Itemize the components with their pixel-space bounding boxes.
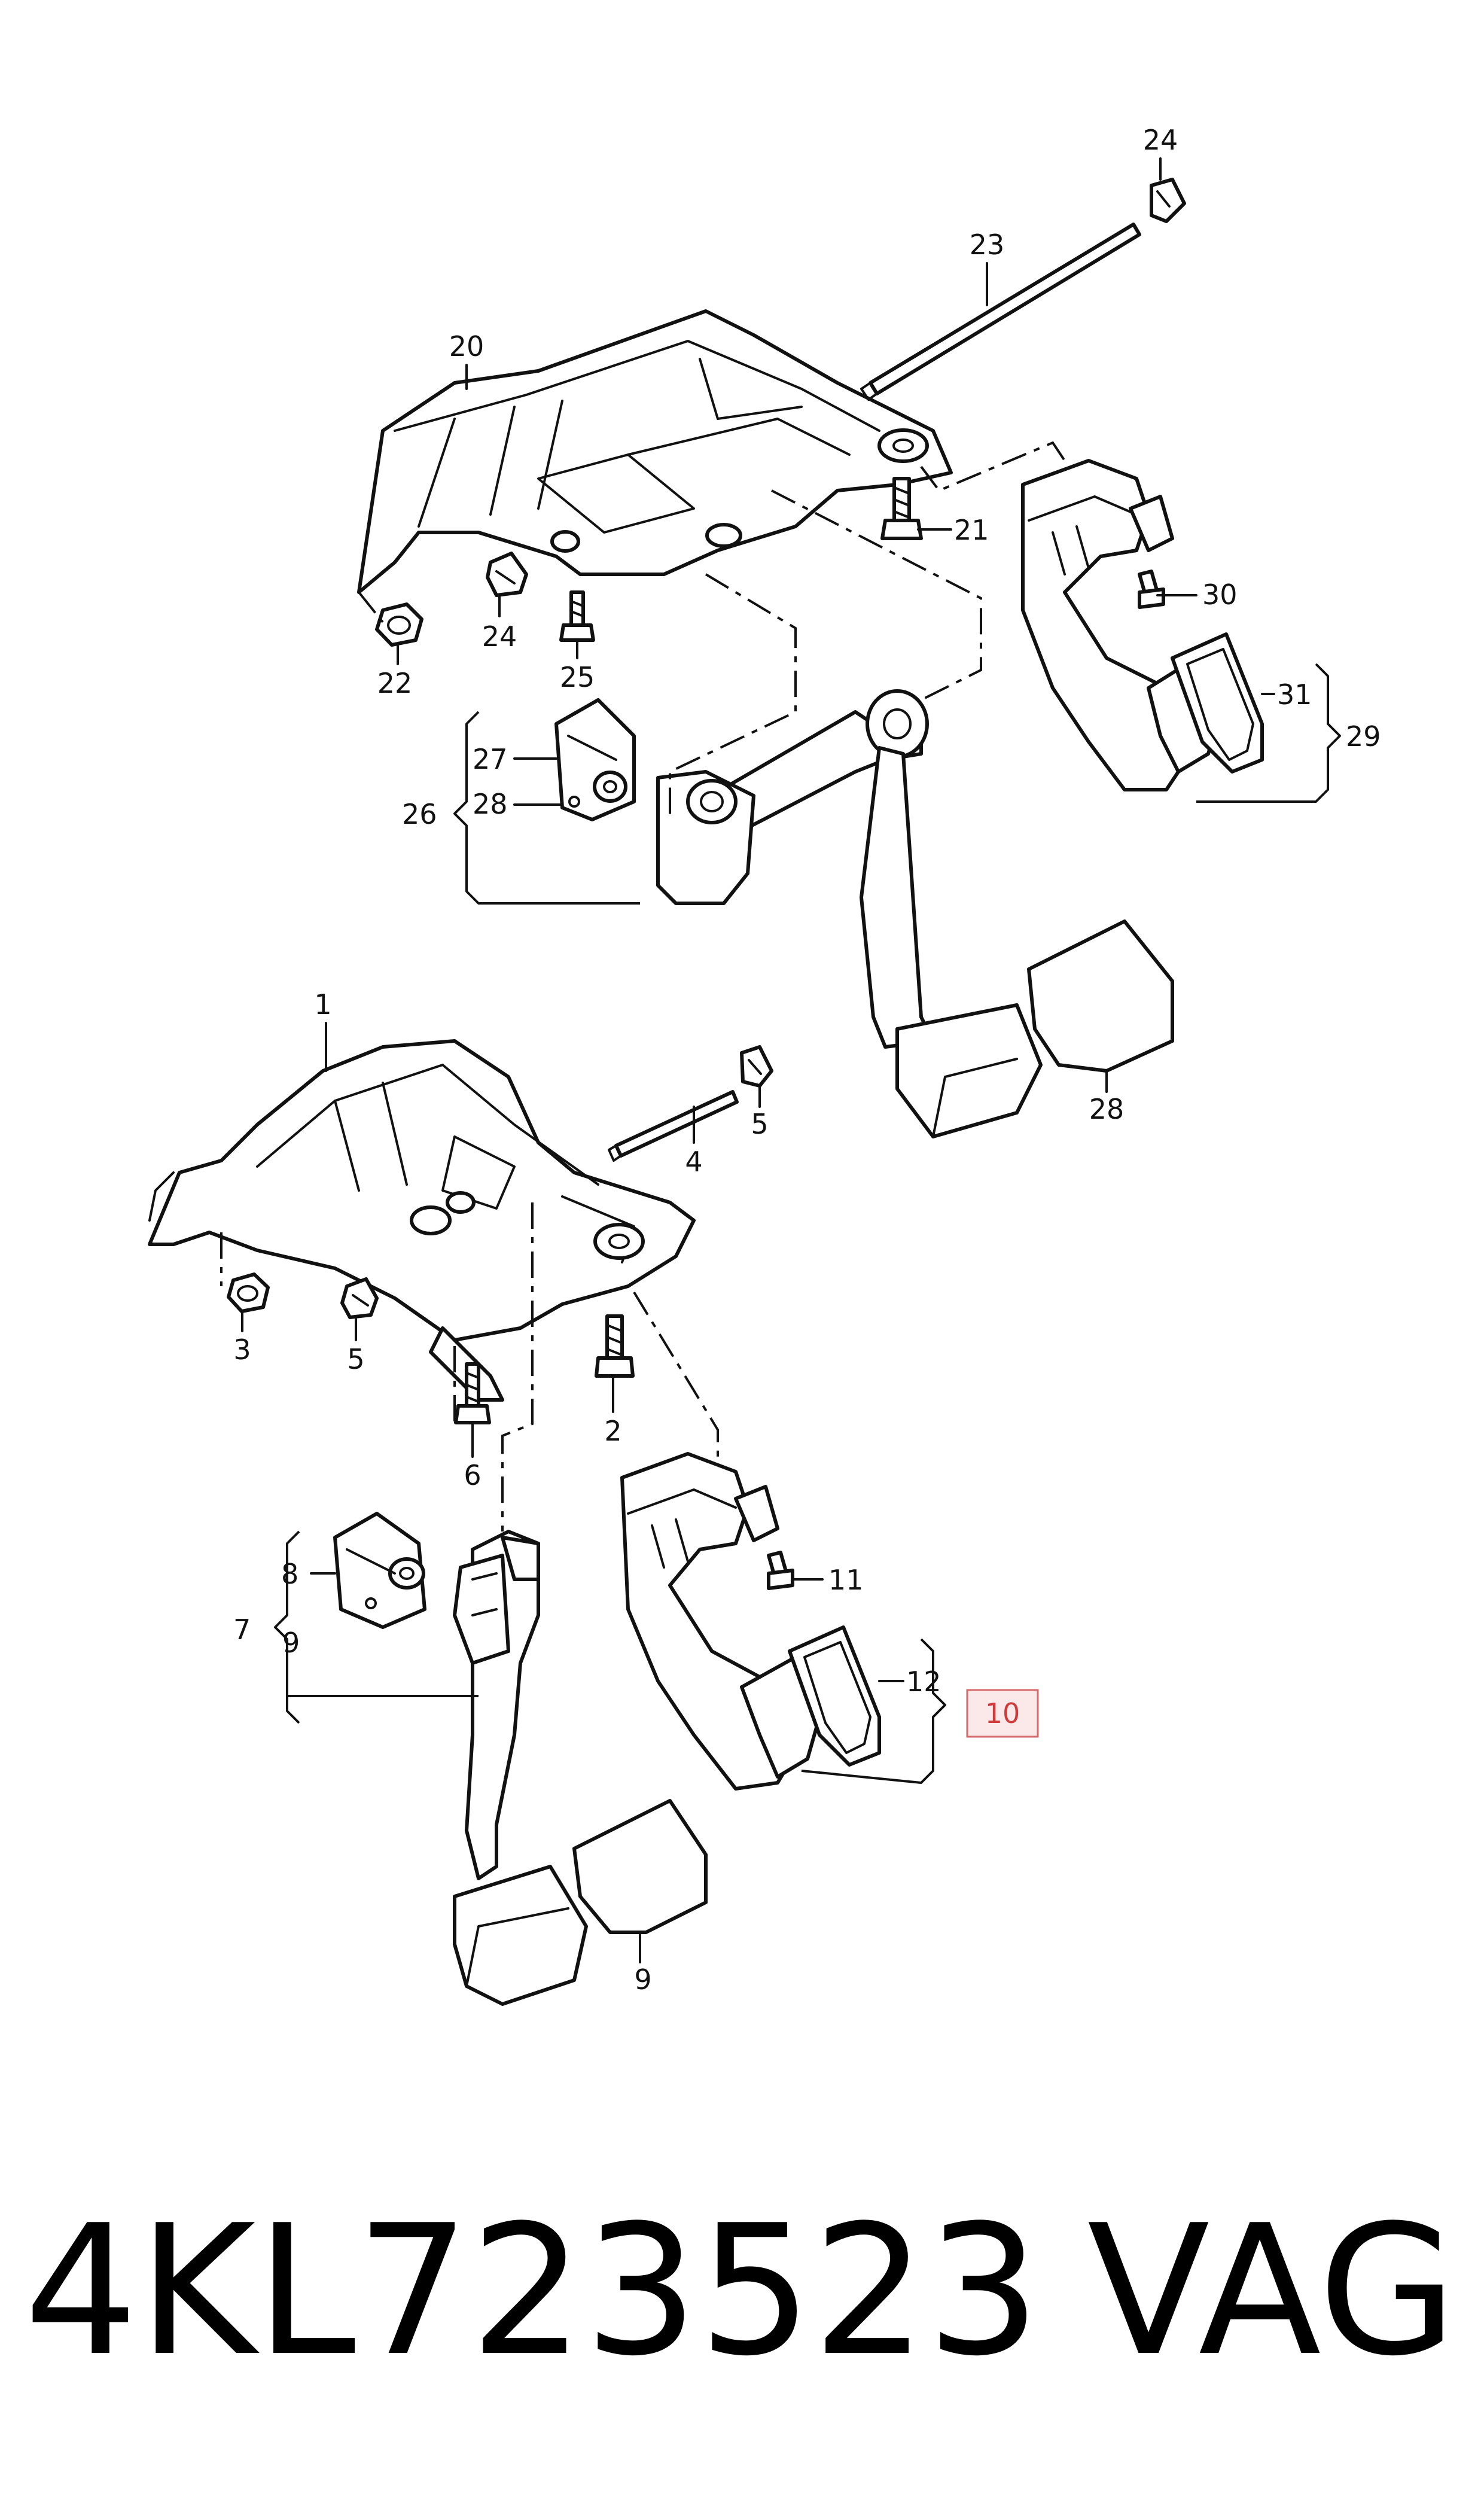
lower-bracket-1 (148, 1039, 696, 1402)
callout-11: 11 (828, 1564, 864, 1596)
upper-bolt-21 (880, 477, 923, 540)
callout-26: 26 (402, 798, 437, 830)
lower-accelerator-module-10 (620, 1452, 821, 1791)
callout-30: 30 (1202, 578, 1238, 611)
assembly-braces (274, 663, 1341, 1784)
lower-nut-3 (227, 1272, 270, 1313)
upper-dash-line-b (669, 573, 797, 820)
lower-clip-5-left (340, 1277, 379, 1319)
upper-bracket-20 (357, 309, 953, 594)
callout-28-pad: 28 (1089, 1093, 1125, 1125)
callout-10: 10 (985, 1697, 1020, 1730)
upper-dash-line-a (771, 489, 982, 701)
upper-brake-pedal (656, 689, 1043, 1138)
callout-23: 23 (970, 229, 1005, 261)
lower-brake-pedal-9 (453, 1530, 588, 2006)
upper-screw-30 (1138, 570, 1165, 609)
lower-bolt-6 (454, 1362, 491, 1424)
upper-clip-24 (1150, 178, 1186, 223)
brand-name: VAG (1087, 2187, 1457, 2395)
callout-2: 2 (604, 1415, 621, 1447)
callout-28-left: 28 (473, 788, 508, 820)
callout-9-left: 9 (282, 1627, 300, 1659)
lower-bolt-2 (595, 1314, 635, 1378)
lower-brake-pad-9 (572, 1799, 708, 1934)
callout-27: 27 (473, 743, 508, 775)
callout-9-pad: 9 (634, 1963, 651, 1996)
lower-dash-line-b (501, 1202, 534, 1531)
callout-12: 12 (906, 1666, 941, 1698)
callout-labels: 24 23 20 21 24 22 25 30 31 29 27 26 28 2… (233, 124, 1381, 1996)
callout-29: 29 (1346, 720, 1381, 753)
upper-pad-31 (1171, 632, 1264, 774)
callout-10-box (966, 1689, 1039, 1738)
callout-22: 22 (377, 667, 413, 699)
callout-7: 7 (233, 1613, 251, 1646)
callout-31: 31 (1277, 678, 1312, 711)
lower-dash-line-a (633, 1291, 719, 1466)
lower-bracket-8 (333, 1512, 426, 1629)
callout-20: 20 (449, 330, 484, 363)
upper-shaft-23 (860, 223, 1141, 401)
upper-dash-line-d (358, 591, 384, 623)
callout-8: 8 (281, 1558, 298, 1590)
callout-21: 21 (954, 514, 989, 546)
upper-bolt-25 (559, 590, 595, 642)
callout-1: 1 (314, 988, 331, 1021)
lower-clip-5 (740, 1045, 773, 1088)
callout-6: 6 (464, 1459, 481, 1491)
lower-shaft-4 (608, 1090, 739, 1162)
callout-24-top: 24 (1143, 124, 1178, 156)
upper-nut-22 (375, 602, 423, 647)
callout-5-left: 5 (347, 1343, 364, 1375)
lower-pad-12 (788, 1625, 881, 1767)
upper-clip-24-left (486, 552, 528, 597)
upper-accelerator-module-29 (1021, 459, 1222, 791)
upper-dash-line-c (920, 441, 1066, 492)
callout-5-right: 5 (751, 1108, 768, 1140)
callout-24-left: 24 (482, 620, 517, 653)
upper-brake-pad-28 (1027, 919, 1174, 1073)
callout-25: 25 (560, 661, 595, 693)
part-number: 4KL723523 (24, 2187, 1041, 2395)
pedal-assembly-exploded-diagram: 24 23 20 21 24 22 25 30 31 29 27 26 28 2… (148, 124, 1381, 2006)
callout-10-highlighted: 10 (966, 1689, 1039, 1738)
callout-3: 3 (233, 1333, 251, 1366)
leader-lines (241, 157, 1275, 1963)
upper-bracket-27 (554, 698, 636, 821)
callout-4: 4 (685, 1146, 702, 1178)
lower-screw-11 (767, 1551, 794, 1590)
